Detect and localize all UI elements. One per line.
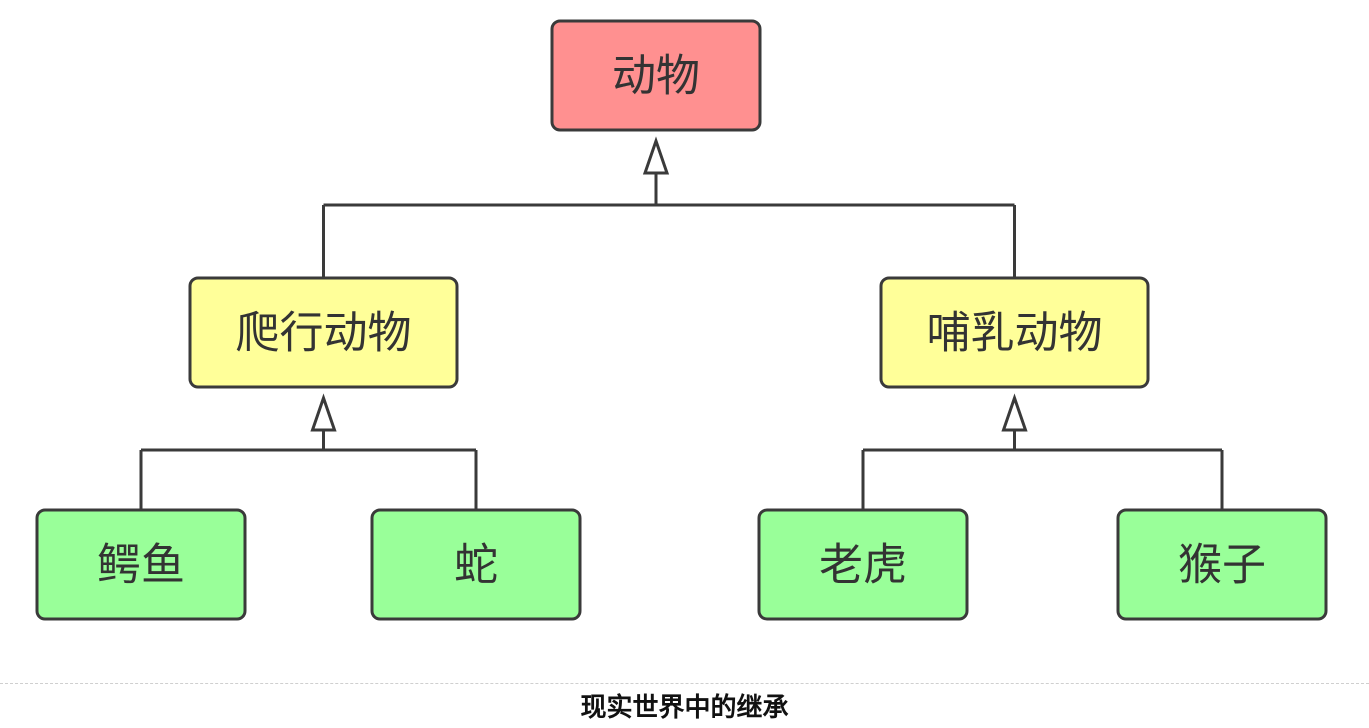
node-label-snake: 蛇 <box>454 540 498 591</box>
connector-to-mammal <box>861 393 1224 510</box>
node-monkey: 猴子 <box>1116 508 1328 621</box>
node-mammal: 哺乳动物 <box>879 276 1150 389</box>
node-label-tiger: 老虎 <box>819 540 907 591</box>
connector-to-reptile <box>139 393 478 510</box>
node-crocodile: 鳄鱼 <box>35 508 247 621</box>
inheritance-arrowhead-reptile <box>310 393 337 432</box>
node-animal: 动物 <box>550 19 762 132</box>
node-box-reptile <box>188 276 459 389</box>
node-label-mammal: 哺乳动物 <box>927 308 1103 359</box>
node-label-animal: 动物 <box>612 51 700 102</box>
inheritance-arrowhead-mammal <box>1001 393 1028 432</box>
node-snake: 蛇 <box>370 508 582 621</box>
node-box-mammal <box>879 276 1150 389</box>
caption-divider <box>0 683 1369 684</box>
node-box-animal <box>550 19 762 132</box>
node-box-crocodile <box>35 508 247 621</box>
node-box-snake <box>370 508 582 621</box>
node-box-monkey <box>1116 508 1328 621</box>
node-box-tiger <box>757 508 969 621</box>
node-reptile: 爬行动物 <box>188 276 459 389</box>
node-label-reptile: 爬行动物 <box>236 308 412 359</box>
connector-to-animal <box>322 136 1016 278</box>
node-tiger: 老虎 <box>757 508 969 621</box>
node-label-crocodile: 鳄鱼 <box>97 540 185 591</box>
node-label-monkey: 猴子 <box>1178 540 1266 591</box>
inheritance-arrowhead-animal <box>642 136 670 175</box>
figure-caption: 现实世界中的继承 <box>580 693 789 723</box>
